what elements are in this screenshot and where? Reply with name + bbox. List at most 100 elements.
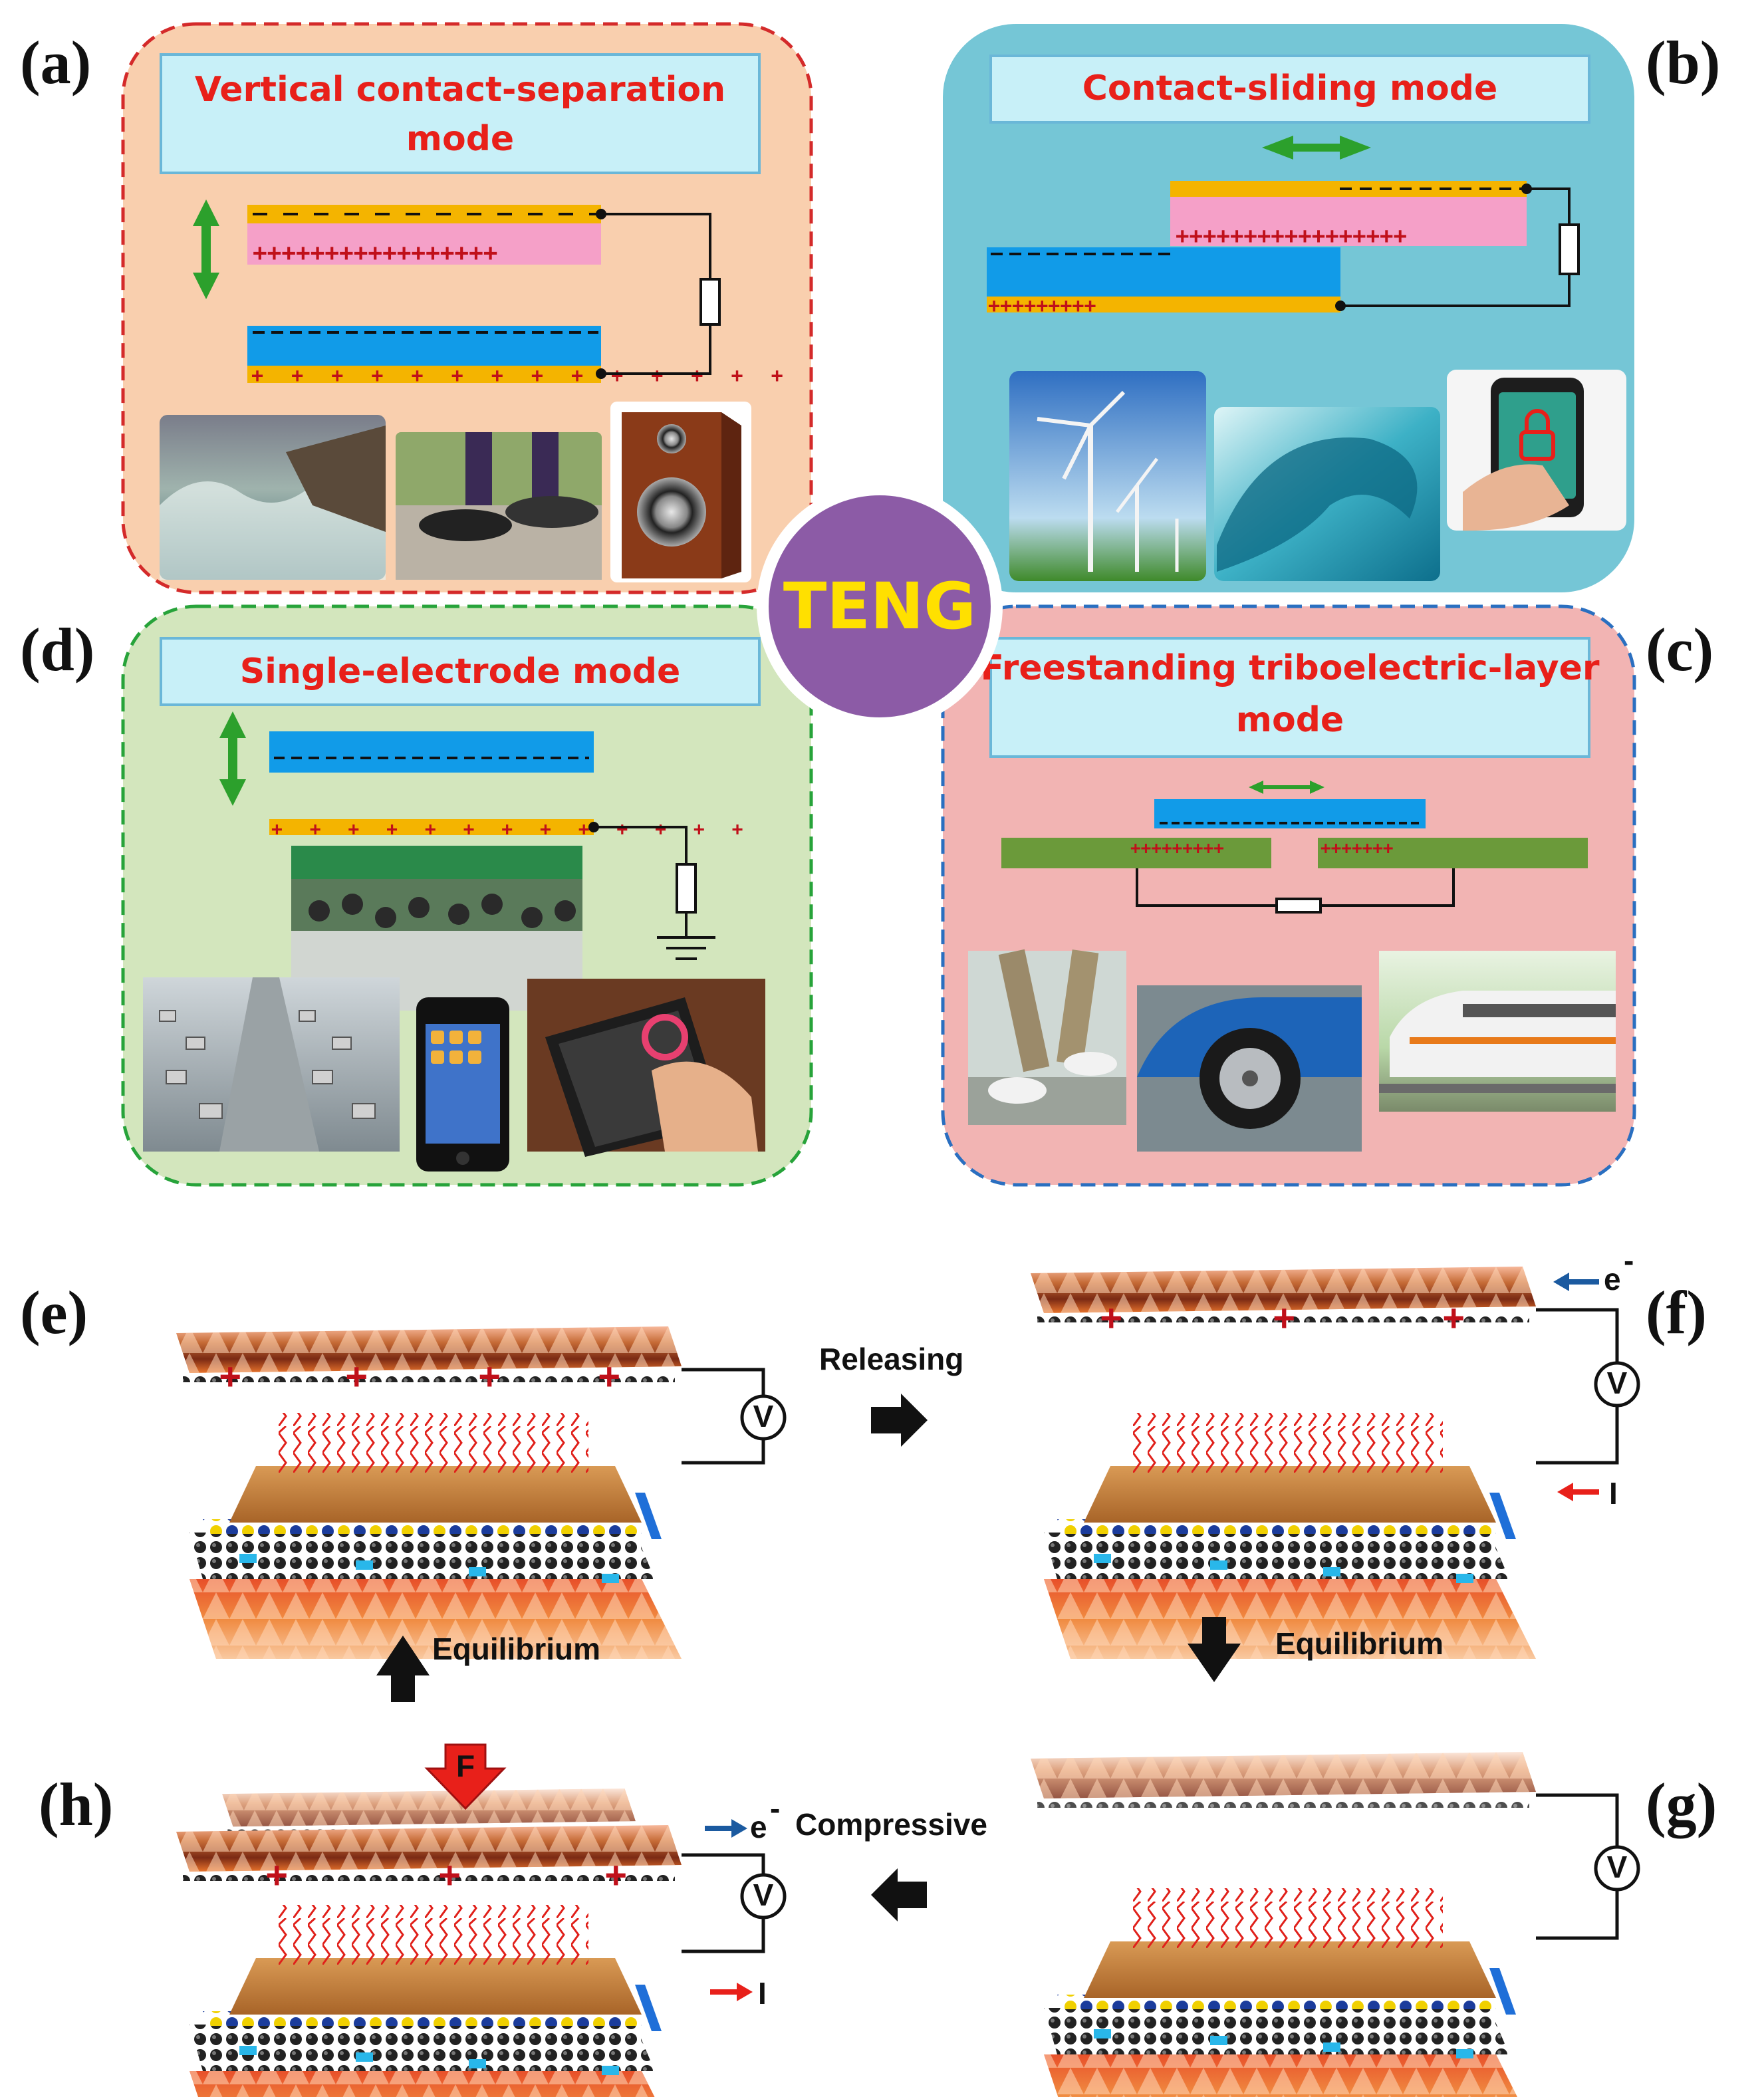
single-electrode-plate: + + + + + + + + + + + + +: [269, 818, 751, 840]
vertical-double-arrow-icon: [219, 711, 246, 806]
panel-a: (a) Vertical contact-separation mode +++…: [20, 22, 813, 594]
svg-text:V: V: [1607, 1850, 1628, 1884]
panel-f-label: (f): [1646, 1279, 1707, 1346]
wave-photo: [1214, 407, 1440, 581]
svg-text:+: +: [1100, 1296, 1122, 1338]
panel-d-title-box: [160, 637, 761, 706]
ocean-waves-photo: [160, 415, 386, 580]
circuit-wire: [596, 209, 721, 379]
traffic-jam-photo: [143, 977, 400, 1152]
panel-b-label: (b): [1646, 29, 1720, 96]
positive-charges: +++++++++++++++++: [253, 239, 497, 267]
walking-legs-photo: [968, 949, 1126, 1125]
compressive-label: Compressive: [795, 1807, 987, 1842]
sliding-bottom-layer: +++++++++: [987, 247, 1340, 318]
current-arrow-icon: [710, 1983, 753, 2001]
circuit-wire-c: [1136, 868, 1455, 914]
panel-b-title-box: [989, 55, 1590, 124]
panel-b: (b) Contact-sliding mode +++++++++++++++…: [943, 24, 1720, 592]
circuit-wire-b: [1335, 184, 1580, 311]
single-electrode-dielectric: [269, 731, 594, 773]
force-label: F: [456, 1749, 475, 1783]
current-arrow-icon: [1557, 1483, 1599, 1501]
sliding-top-layer: +++++++++++++++++: [1170, 181, 1527, 249]
svg-text:+: +: [605, 1854, 627, 1896]
panel-e-label: (e): [20, 1279, 88, 1346]
top-electrode: +++++++++++++++++: [247, 205, 601, 267]
panel-d: (d) Single-electrode mode + + + + + + + …: [20, 604, 813, 1187]
arrow-down-icon: [1188, 1617, 1241, 1682]
smartphone-touch-photo: [1447, 370, 1626, 531]
loudspeaker-photo: [610, 402, 751, 582]
ground-circuit: [588, 822, 715, 960]
resistor-icon: [1275, 898, 1322, 914]
resistor-icon: [676, 863, 697, 914]
current-label-h: I: [758, 1976, 767, 2011]
car-tire-photo: [1137, 985, 1362, 1152]
svg-text:+: +: [479, 1355, 501, 1397]
arrow-right-icon: [871, 1394, 928, 1447]
svg-text:+++++++++: +++++++++: [988, 295, 1096, 318]
horizontal-double-arrow-icon: [1262, 136, 1371, 160]
releasing-label: Releasing: [819, 1342, 963, 1376]
panel-c-title-line2: mode: [1236, 700, 1344, 740]
svg-text:+: +: [1443, 1296, 1465, 1338]
iphone-photo: [416, 997, 509, 1172]
ground-icon: [657, 936, 715, 960]
svg-text:+: +: [266, 1854, 288, 1896]
right-electrode: +++++++: [1318, 838, 1588, 868]
electron-label-f: e: [1604, 1262, 1621, 1296]
panel-a-title-box: [160, 53, 761, 174]
teng-badge: TENG: [757, 483, 1003, 729]
panel-g-label: (g): [1646, 1771, 1717, 1838]
svg-text:+: +: [439, 1854, 461, 1896]
vertical-double-arrow-icon: [193, 199, 219, 299]
force-arrow-icon: [424, 1743, 507, 1810]
state-e: ++++ V: [176, 1326, 787, 1659]
cycle-diagram: (e) (f) (g) (h) + + + + V Releasing: [20, 1243, 1717, 2097]
svg-text:+: +: [219, 1355, 241, 1397]
high-speed-train-photo: [1379, 951, 1616, 1112]
electron-flow-arrow-icon: [705, 1819, 747, 1838]
svg-text:+++++++++: +++++++++: [1130, 838, 1224, 858]
electron-label-h: e: [750, 1810, 767, 1844]
tablet-touch-photo: [527, 979, 765, 1157]
svg-text:+ + + + + + + + + + + + + +: + + + + + + + + + + + + + +: [251, 364, 791, 388]
left-electrode: +++++++++: [1001, 838, 1271, 868]
bottom-electrode: + + + + + + + + + + + + + +: [247, 326, 791, 388]
svg-text:+++++++++++++++++: +++++++++++++++++: [1176, 223, 1407, 249]
electron-sup-f: -: [1624, 1243, 1634, 1278]
panel-d-title: Single-electrode mode: [240, 652, 681, 691]
freestanding-layer: [1154, 799, 1426, 828]
walking-shoes-photo: [396, 432, 602, 580]
panel-b-title: Contact-sliding mode: [1082, 68, 1498, 108]
arrow-left-icon: [871, 1868, 927, 1921]
teng-text: TENG: [783, 569, 976, 644]
panel-a-label: (a): [20, 29, 91, 96]
arrow-up-icon: [376, 1636, 430, 1702]
panel-a-title-line2: mode: [406, 119, 514, 159]
panel-c: (c) Freestanding triboelectric-layer mod…: [941, 604, 1713, 1187]
horizontal-double-arrow-icon: [1249, 781, 1324, 794]
panel-d-label: (d): [20, 616, 94, 683]
svg-text:+: +: [1273, 1296, 1295, 1338]
svg-text:+++++++: +++++++: [1321, 838, 1394, 858]
panel-c-title-line1: Freestanding triboelectric-layer: [981, 648, 1600, 688]
svg-text:+ + + + + + + + + + + + +: + + + + + + + + + + + + +: [271, 818, 751, 840]
resistor-icon: [1559, 223, 1580, 275]
state-f: +++ V e - I: [1031, 1243, 1640, 1659]
state-g: V: [1031, 1752, 1640, 2097]
panel-h-label: (h): [39, 1771, 113, 1838]
electron-sup-h: -: [770, 1791, 780, 1826]
current-label-f: I: [1609, 1476, 1618, 1511]
svg-text:+: +: [346, 1355, 368, 1397]
electron-flow-arrow-icon: [1553, 1273, 1599, 1291]
resistor-icon: [699, 278, 721, 326]
equilibrium-right-label: Equilibrium: [1275, 1626, 1444, 1661]
panel-c-title-box: [989, 637, 1590, 758]
wind-turbines-photo: [1009, 371, 1206, 581]
svg-text:V: V: [753, 1878, 774, 1912]
panel-c-label: (c): [1646, 616, 1713, 683]
svg-text:+: +: [598, 1355, 620, 1397]
